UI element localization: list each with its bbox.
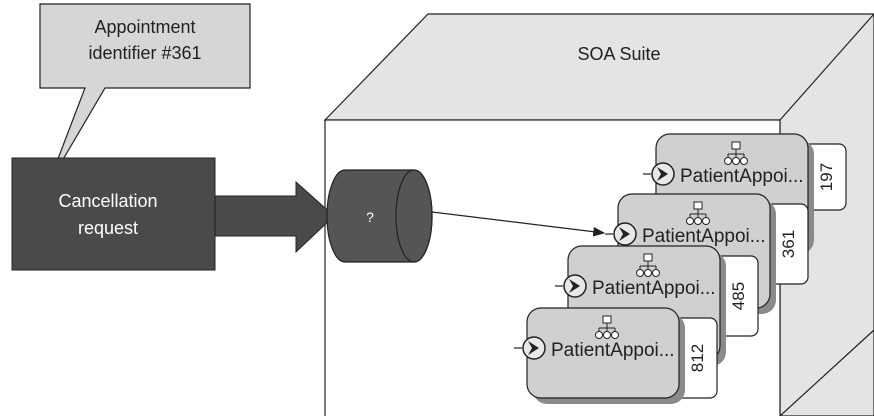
instance-id-label: 197 — [817, 163, 836, 191]
instance-name-label: PatientAppoi... — [680, 166, 804, 187]
tree-root — [643, 253, 653, 262]
router-label: ? — [366, 209, 374, 225]
tree-node-left — [636, 269, 644, 277]
process-instances: 197PatientAppoi...361PatientAppoi...485P… — [514, 133, 847, 404]
process-tree-icon — [595, 315, 619, 339]
tree-node-mid — [603, 331, 611, 339]
instance-id-label: 361 — [779, 230, 798, 258]
instance-card-812: 812 PatientAppoi... — [514, 307, 718, 404]
tree-node-left — [686, 217, 694, 225]
instance-name-label: PatientAppoi... — [642, 226, 766, 247]
start-chevron — [528, 341, 539, 355]
tree-lines — [598, 323, 616, 331]
process-tree-icon — [724, 141, 748, 165]
tree-node-right — [652, 269, 660, 277]
tree-lines — [689, 209, 707, 217]
tree-root — [731, 141, 741, 150]
start-chevron — [657, 167, 668, 181]
tree-node-right — [611, 331, 619, 339]
cube-right-bottom-edge — [779, 329, 874, 416]
request-arrow — [214, 180, 335, 254]
request-line-2: request — [78, 218, 138, 238]
cancellation-request: Cancellation request — [11, 157, 335, 271]
start-arrow-icon — [605, 222, 637, 246]
tree-root — [602, 315, 612, 324]
request-box — [11, 157, 216, 271]
tree-lines — [727, 149, 745, 157]
process-tree-icon — [636, 253, 660, 277]
tree-node-right — [702, 217, 710, 225]
routing-arrow — [431, 211, 606, 237]
tree-node-left — [724, 157, 732, 165]
soa-suite-label: SOA Suite — [577, 44, 660, 64]
instance-name-label: PatientAppoi... — [592, 278, 716, 299]
process-tree-icon — [686, 201, 710, 225]
start-arrow-icon — [643, 162, 675, 186]
request-line-1: Cancellation — [58, 191, 157, 211]
router-cylinder: ? — [326, 169, 433, 263]
appointment-callout: Appointment identifier #361 — [39, 3, 251, 186]
cube-top-face — [323, 13, 874, 121]
callout-bubble — [39, 3, 251, 186]
instance-id-label: 485 — [729, 282, 748, 310]
tree-node-right — [740, 157, 748, 165]
tree-lines — [639, 261, 657, 269]
start-chevron — [569, 279, 580, 293]
instance-id-label: 812 — [688, 344, 707, 372]
callout-line-1: Appointment — [94, 17, 195, 37]
tree-node-mid — [644, 269, 652, 277]
start-arrow-icon — [555, 274, 587, 298]
cylinder-end — [395, 169, 433, 263]
tree-node-mid — [732, 157, 740, 165]
start-chevron — [619, 227, 630, 241]
callout-line-2: identifier #361 — [88, 43, 201, 63]
instance-name-label: PatientAppoi... — [551, 340, 675, 361]
tree-node-mid — [694, 217, 702, 225]
start-arrow-icon — [514, 336, 546, 360]
tree-node-left — [595, 331, 603, 339]
tree-root — [693, 201, 703, 210]
